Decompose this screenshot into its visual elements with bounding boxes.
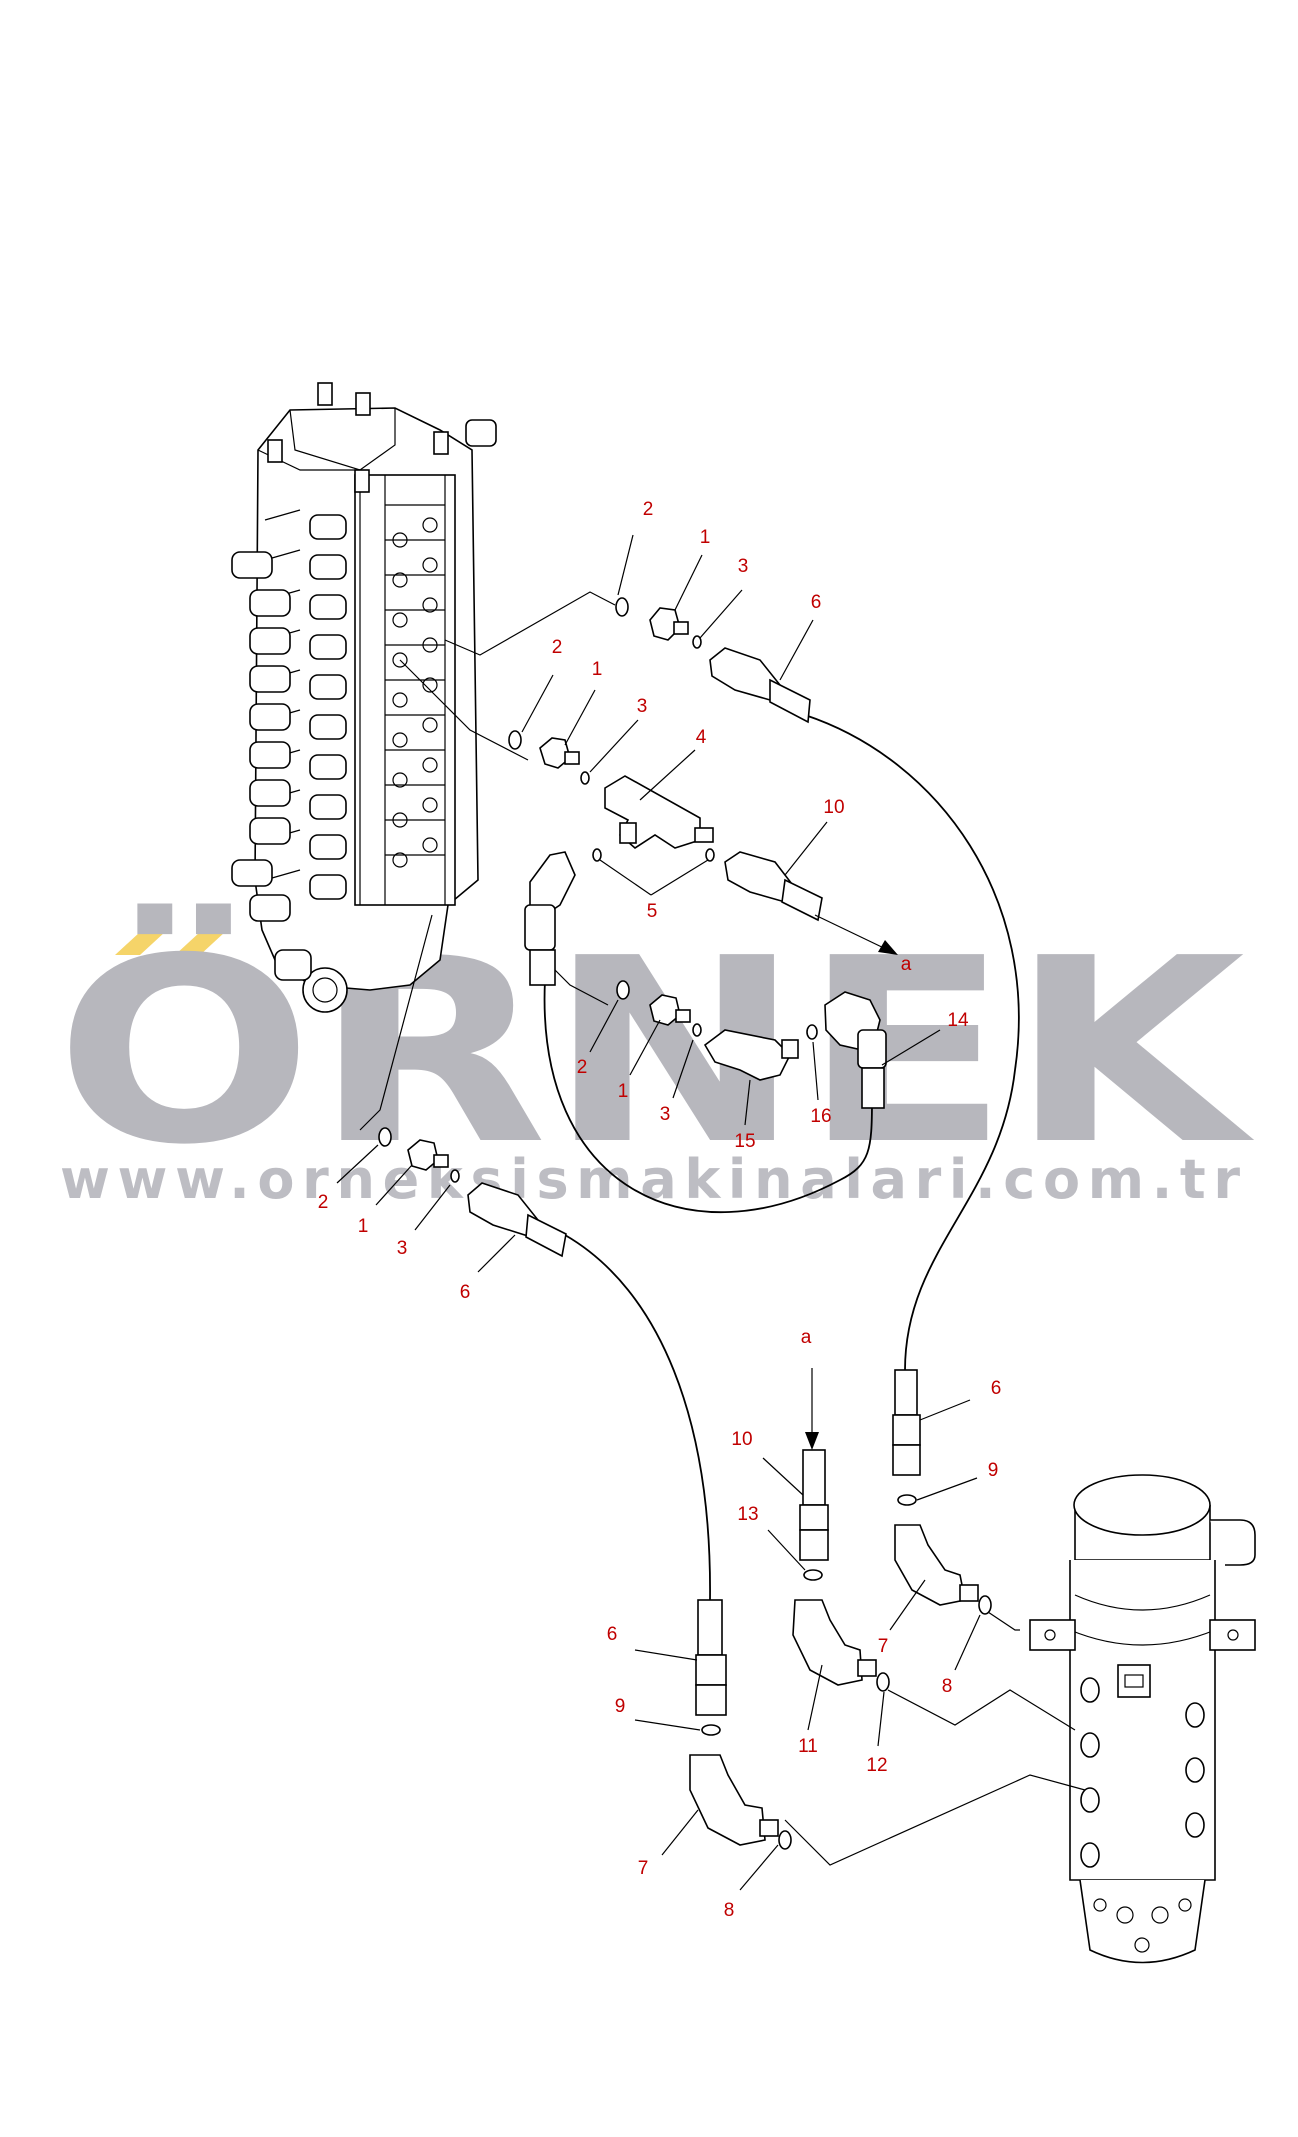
part-oring-2-d bbox=[378, 1127, 392, 1147]
part-adapter-1-d bbox=[407, 1139, 449, 1171]
part-hose-fitting-6-a bbox=[709, 647, 811, 724]
callout-6: 6 bbox=[991, 1378, 1002, 1399]
part-oring-3-b bbox=[580, 771, 590, 785]
part-oring-12 bbox=[876, 1672, 890, 1692]
callout-3: 3 bbox=[397, 1238, 408, 1259]
callout-5: 5 bbox=[647, 901, 658, 922]
part-oring-8-a bbox=[978, 1595, 992, 1615]
hoses bbox=[543, 714, 1020, 1601]
part-hose-fitting-10-b bbox=[799, 1449, 829, 1561]
part-oring-9-a bbox=[897, 1494, 917, 1506]
part-adapter-1-b bbox=[539, 737, 580, 769]
watermark-accent-right bbox=[175, 932, 225, 955]
part-oring-2-a bbox=[615, 597, 629, 617]
callout-9: 9 bbox=[615, 1696, 626, 1717]
callout-6: 6 bbox=[607, 1624, 618, 1645]
callout-3: 3 bbox=[738, 556, 749, 577]
part-oring-5-a bbox=[592, 848, 602, 862]
callout-1: 1 bbox=[592, 659, 603, 680]
control-valve bbox=[231, 382, 497, 1013]
valve-top-bolts bbox=[267, 382, 497, 493]
part-oring-13 bbox=[803, 1569, 823, 1581]
part-adapter-1-a bbox=[649, 607, 689, 641]
callout-3: 3 bbox=[637, 696, 648, 717]
valve-front-ports bbox=[309, 514, 347, 900]
part-hose-fitting-6-c bbox=[892, 1369, 921, 1476]
callout-10: 10 bbox=[731, 1429, 752, 1450]
part-oring-2-c bbox=[616, 980, 630, 1000]
callout-9: 9 bbox=[988, 1460, 999, 1481]
swivel-joint bbox=[1029, 1474, 1256, 1964]
callout-1: 1 bbox=[358, 1216, 369, 1237]
part-elbow-7-b bbox=[689, 1754, 779, 1846]
part-oring-3-a bbox=[692, 635, 702, 649]
callout-7: 7 bbox=[638, 1858, 649, 1879]
watermark-url: www.orneksismakinalari.com.tr bbox=[60, 1148, 1240, 1211]
part-oring-8-b bbox=[778, 1830, 792, 1850]
callout-11: 11 bbox=[798, 1736, 818, 1757]
callout-12: 12 bbox=[866, 1755, 887, 1776]
callout-13: 13 bbox=[737, 1504, 758, 1525]
callouts: 2 1 3 6 2 1 3 4 10 5 a 14 2 1 3 15 16 2 bbox=[318, 499, 1002, 1921]
part-oring-5-b bbox=[705, 848, 715, 862]
callout-6: 6 bbox=[460, 1282, 471, 1303]
arrow-a-1 bbox=[814, 914, 898, 955]
callout-1: 1 bbox=[700, 527, 711, 548]
part-adapter-1-c bbox=[649, 994, 691, 1026]
part-hose-fitting-6-d bbox=[695, 1599, 727, 1716]
callout-1: 1 bbox=[618, 1081, 629, 1102]
part-oring-3-c bbox=[692, 1023, 702, 1037]
part-elbow-hose-14 bbox=[824, 991, 887, 1109]
part-tee-4 bbox=[604, 775, 714, 849]
part-oring-2-b bbox=[508, 730, 522, 750]
part-hose-fitting-6-b bbox=[467, 1182, 567, 1258]
part-oring-16 bbox=[806, 1024, 818, 1040]
callout-14: 14 bbox=[947, 1010, 969, 1031]
arrow-a-2 bbox=[805, 1368, 819, 1450]
callout-16: 16 bbox=[810, 1106, 831, 1127]
callout-a: a bbox=[801, 1327, 812, 1348]
callout-8: 8 bbox=[942, 1676, 953, 1697]
callout-2: 2 bbox=[552, 637, 563, 658]
part-hose-fitting-10-a bbox=[724, 851, 823, 922]
part-elbow-11 bbox=[792, 1599, 877, 1686]
part-oring-3-d bbox=[450, 1169, 460, 1183]
valve-left-ports bbox=[231, 551, 291, 922]
callout-2: 2 bbox=[577, 1057, 588, 1078]
part-oring-9-b bbox=[701, 1724, 721, 1736]
watermark-brand: ÖRNEK bbox=[55, 903, 1255, 1201]
callout-2: 2 bbox=[643, 499, 654, 520]
part-elbow-15 bbox=[703, 1029, 799, 1081]
part-elbow-7-a bbox=[894, 1524, 979, 1606]
callout-4: 4 bbox=[696, 727, 707, 748]
callout-10: 10 bbox=[823, 797, 844, 818]
callout-3: 3 bbox=[660, 1104, 671, 1125]
callout-a: a bbox=[901, 954, 912, 975]
valve-side-holes bbox=[392, 517, 438, 868]
watermark: ÖRNEK www.orneksismakinalari.com.tr bbox=[55, 903, 1255, 1211]
watermark-accent-left bbox=[115, 932, 165, 955]
callout-15: 15 bbox=[734, 1131, 755, 1152]
callout-2: 2 bbox=[318, 1192, 329, 1213]
callout-8: 8 bbox=[724, 1900, 735, 1921]
callout-6: 6 bbox=[811, 592, 822, 613]
callout-7: 7 bbox=[878, 1636, 889, 1657]
part-elbow-hose-left bbox=[524, 851, 576, 986]
connection-lines bbox=[359, 591, 1086, 1866]
